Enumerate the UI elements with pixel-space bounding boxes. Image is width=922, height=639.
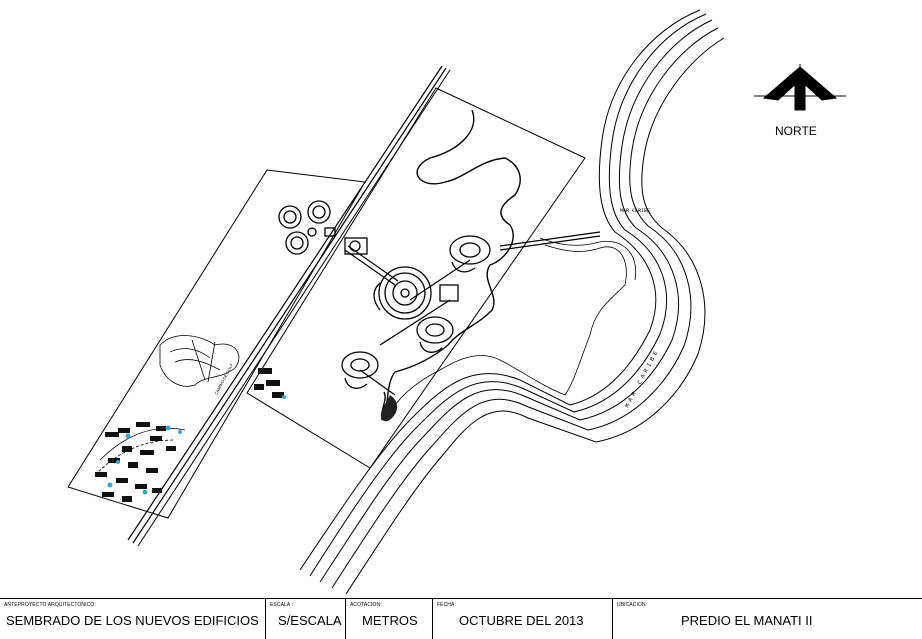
units-value: METROS (362, 613, 418, 628)
vegetation-contour (380, 109, 521, 421)
east-lot-boundary (246, 87, 586, 469)
north-arrow-icon (754, 64, 846, 111)
date-label: FECHA: (437, 602, 456, 608)
units-cell: ACOTACION: METROS (345, 599, 433, 639)
pool-markers (107, 395, 286, 495)
walkways (344, 231, 601, 396)
north-label: NORTE (775, 124, 817, 138)
west-lot-boundary (67, 169, 366, 519)
location-value: PREDIO EL MANATI II (681, 613, 813, 628)
units-label: ACOTACION: (350, 602, 382, 608)
housing-blocks-west (95, 422, 176, 502)
location-label: UBICACION: (617, 602, 648, 608)
golf-layout (94, 335, 240, 476)
villa-south (341, 351, 379, 389)
highway-lines (127, 65, 451, 547)
central-building (373, 266, 459, 320)
road-label: CAMINO DE GOLF (213, 362, 234, 395)
title-block: ANTEPROYECTO ARQUITECTONICO: SEMBRADO DE… (0, 598, 922, 639)
tree-cluster (380, 395, 398, 422)
date-value: OCTUBRE DEL 2013 (459, 613, 584, 628)
housing-blocks-central (254, 368, 284, 398)
scale-label: ESCALA : (270, 602, 294, 608)
sea-label-side: MAR CARIBE (624, 347, 661, 409)
inland-contour (394, 244, 627, 406)
scale-cell: ESCALA : S/ESCALA (265, 599, 346, 639)
site-plan-drawing: MAR CARIBE MAR CARIBE CAMINO DE GOLF (67, 9, 846, 595)
project-value: SEMBRADO DE LOS NUEVOS EDIFICIOS (6, 613, 259, 628)
date-cell: FECHA: OCTUBRE DEL 2013 (432, 599, 613, 639)
tower-cluster-nw (278, 200, 368, 255)
coastline (299, 9, 725, 595)
scale-value: S/ESCALA (278, 613, 342, 628)
location-cell: UBICACION: PREDIO EL MANATI II (612, 599, 922, 639)
sea-label-top: MAR CARIBE (620, 208, 650, 214)
project-label: ANTEPROYECTO ARQUITECTONICO: (4, 602, 96, 608)
villa-east-north (449, 235, 491, 273)
villa-east-south (416, 316, 454, 353)
project-cell: ANTEPROYECTO ARQUITECTONICO: SEMBRADO DE… (0, 599, 265, 639)
